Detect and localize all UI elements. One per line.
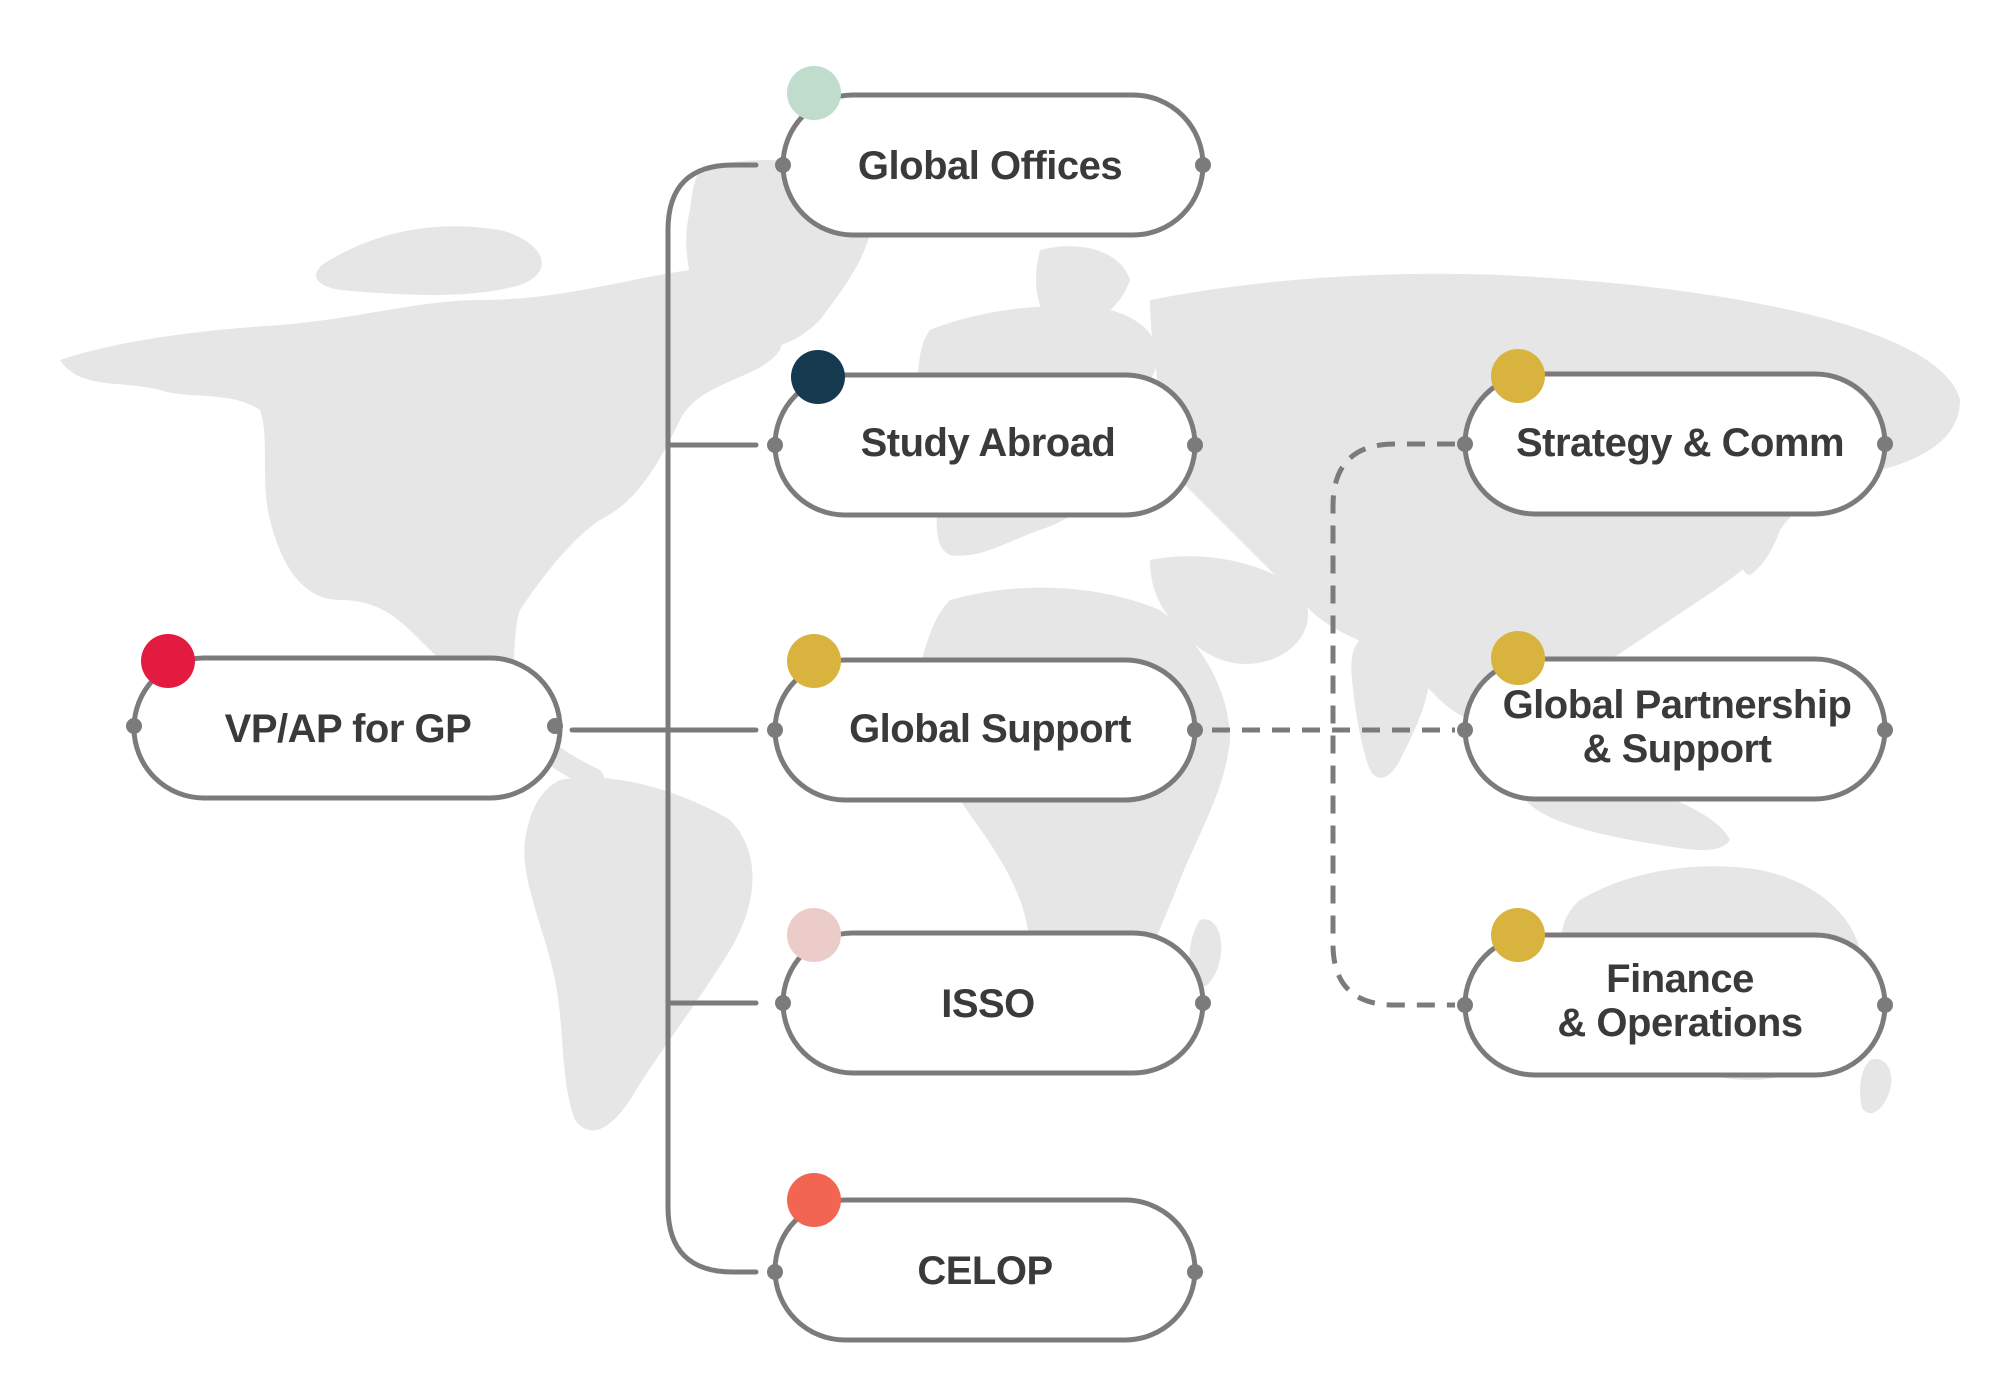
port-dot [1457,997,1473,1013]
port-dot [1877,436,1893,452]
port-dot [1877,722,1893,738]
label-celop: CELOP [917,1249,1052,1293]
accent-dot-global-support [787,634,841,688]
port-dot [775,995,791,1011]
accent-dot-global-offices [787,66,841,120]
accent-dot-partnership [1491,631,1545,685]
port-dot [1457,722,1473,738]
label-finance-line2: & Operations [1557,1001,1802,1045]
map-arctic-islands [316,226,542,295]
solid-connectors [569,162,759,1275]
port-dot [1195,157,1211,173]
accent-dot-strategy [1491,349,1545,403]
label-isso: ISSO [941,982,1035,1026]
label-partnership-line1: Global Partnership [1503,683,1852,727]
label-study-abroad: Study Abroad [861,421,1116,465]
map-scandinavia [1036,246,1130,330]
map-middle-east [1150,556,1309,664]
port-dot [767,722,783,738]
port-dot [547,718,563,734]
port-dots [126,157,1893,1280]
label-finance-line1: Finance [1606,957,1754,1001]
label-global-offices: Global Offices [858,144,1122,188]
accent-dot-finance [1491,908,1545,962]
label-vp: VP/AP for GP [225,707,472,751]
port-dot [1457,436,1473,452]
map-new-zealand [1860,1059,1892,1114]
accent-dots [141,66,1545,1227]
label-strategy: Strategy & Comm [1516,421,1844,465]
node-labels: VP/AP for GP Global Offices Study Abroad… [225,144,1852,1293]
connector-dashed-spine [1330,441,1455,1008]
accent-dot-study-abroad [791,350,845,404]
port-dot [126,718,142,734]
map-india [1351,636,1430,778]
accent-dot-celop [787,1173,841,1227]
port-dot [767,437,783,453]
port-dot [775,157,791,173]
port-dot [1187,437,1203,453]
port-dot [1187,722,1203,738]
port-dot [1187,1264,1203,1280]
connector-spine [665,162,759,1275]
label-partnership-line2: & Support [1583,727,1772,771]
dashed-connectors [1212,441,1455,1008]
label-global-support: Global Support [849,707,1131,751]
accent-dot-vp [141,634,195,688]
accent-dot-isso [787,908,841,962]
map-north-america [60,269,786,700]
port-dot [767,1264,783,1280]
port-dot [1195,995,1211,1011]
map-south-america [524,777,753,1131]
port-dot [1877,997,1893,1013]
